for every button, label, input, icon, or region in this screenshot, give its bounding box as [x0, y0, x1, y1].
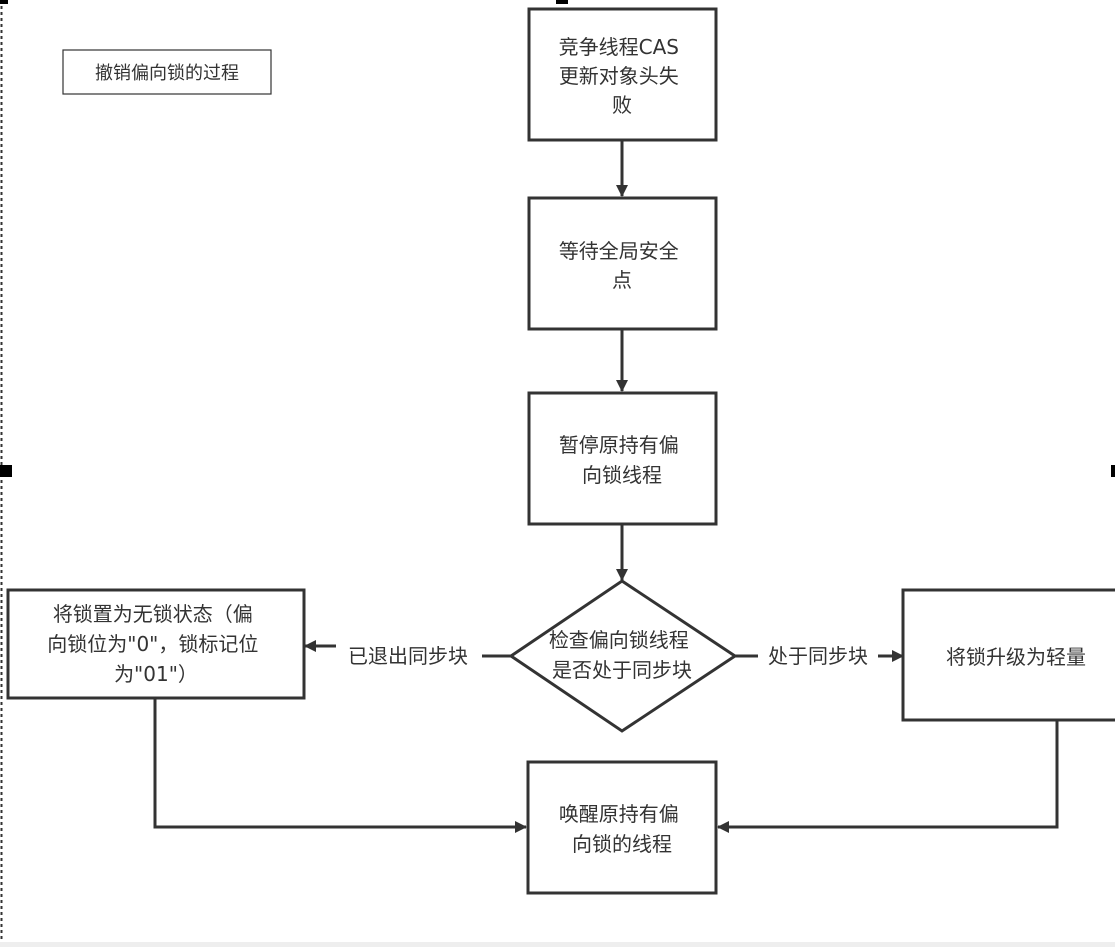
node-cas-fail[interactable]: 竞争线程CAS 更新对象头失 败 [527, 7, 718, 142]
canvas-bottom-edge [0, 942, 1115, 947]
node-check-sync-line-1: 检查偏向锁线程 [549, 628, 689, 652]
edge-label-in-sync: 处于同步块 [768, 644, 868, 668]
node-pause-thread-line-2: 向锁线程 [582, 463, 662, 487]
node-check-sync-line-2: 是否处于同步块 [552, 658, 692, 682]
node-pause-thread[interactable]: 暂停原持有偏 向锁线程 [527, 391, 718, 526]
selection-handle-middle-left[interactable] [0, 465, 12, 477]
node-wait-safepoint-line-1: 等待全局安全 [559, 239, 679, 263]
node-upgrade-lightweight[interactable]: 将锁升级为轻量 [901, 588, 1115, 722]
diagram-title-box[interactable]: 撤销偏向锁的过程 [62, 49, 272, 95]
edges [153, 140, 1059, 833]
edge-label-exited-sync: 已退出同步块 [348, 644, 468, 668]
node-cas-fail-line-1: 竞争线程CAS [559, 35, 679, 59]
node-check-sync-decision[interactable]: 检查偏向锁线程 是否处于同步块 [508, 579, 738, 733]
selection-handle-top-left[interactable] [0, 0, 8, 4]
node-set-unlocked[interactable]: 将锁置为无锁状态（偏 向锁位为"0"，锁标记位 为"01"） [6, 588, 306, 700]
node-cas-fail-line-2: 更新对象头失 [559, 64, 679, 88]
node-cas-fail-line-3: 败 [612, 93, 632, 117]
node-upgrade-line-1: 将锁升级为轻量 [946, 645, 1086, 669]
node-set-unlocked-line-1: 将锁置为无锁状态（偏 [53, 602, 253, 626]
selection-handle-top-middle[interactable] [556, 0, 568, 4]
node-wake-thread[interactable]: 唤醒原持有偏 向锁的线程 [526, 760, 718, 895]
node-set-unlocked-line-3: 为"01"） [114, 662, 198, 686]
svg-text:竞争线程CAS 更新对象头失 败: 竞争线程CAS 更新对象头失 败 [559, 35, 686, 117]
node-wake-thread-line-2: 向锁的线程 [572, 832, 672, 856]
diagram-title: 撤销偏向锁的过程 [95, 63, 239, 84]
node-wake-thread-line-1: 唤醒原持有偏 [559, 802, 679, 826]
node-pause-thread-line-1: 暂停原持有偏 [559, 433, 679, 457]
node-set-unlocked-line-2: 向锁位为"0"，锁标记位 [47, 632, 258, 656]
edge-upgrade-to-wake [717, 720, 1059, 833]
svg-text:等待全局安全 点: 等待全局安全 点 [559, 239, 685, 292]
edge-unlocked-to-wake [153, 698, 527, 833]
svg-text:暂停原持有偏 向锁线程: 暂停原持有偏 向锁线程 [559, 433, 685, 487]
node-wait-safepoint[interactable]: 等待全局安全 点 [527, 196, 718, 331]
svg-text:将锁置为无锁状态（偏 向锁位为"0"，锁标记位: 将锁置为无锁状态（偏 向锁位为"0"，锁标记位 为"01"） [47, 602, 264, 686]
svg-text:检查偏向锁线程 是否处于同步块: 检查偏向锁线程 是否处于同步块 [549, 628, 695, 682]
selection-handle-middle-right[interactable] [1111, 465, 1115, 477]
svg-text:唤醒原持有偏 向锁的线程: 唤醒原持有偏 向锁的线程 [559, 802, 685, 856]
node-wait-safepoint-line-2: 点 [612, 268, 632, 292]
